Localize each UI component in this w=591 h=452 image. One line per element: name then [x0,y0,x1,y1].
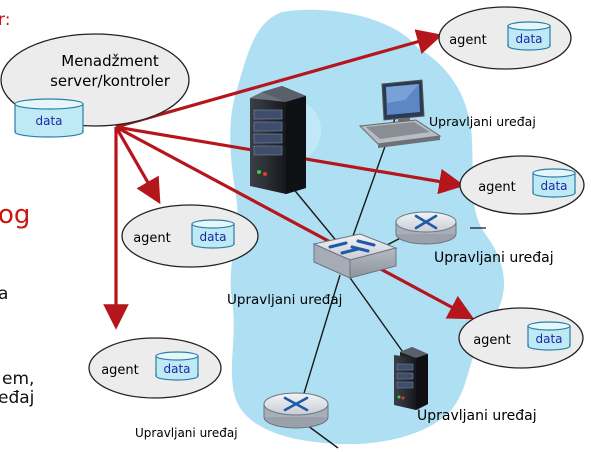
management-server: Menadžment server/kontroler data [0,33,190,138]
agent-data-label: data [535,332,562,346]
agent-label: agent [478,180,516,195]
agent-3: agent data [121,204,259,268]
agent-data-cylinder: data [527,321,571,351]
device-label-computer: Upravljani uređaj [429,114,536,129]
agent-label: agent [473,333,511,348]
agent-data-cylinder: data [507,21,551,51]
agent-label: agent [133,231,171,246]
left-text-fragment-4: em, [2,369,35,389]
left-text-fragment-3: a [0,284,9,304]
left-text-fragment-5: eđaj [0,388,35,408]
agent-2: agent data [459,155,585,215]
agent-data-cylinder: data [155,351,199,381]
agent-data-label: data [199,230,226,244]
device-label-switch: Upravljani uređaj [227,292,342,308]
desktop-computer-icon [358,79,442,148]
agent-4: agent data [458,307,584,369]
switch-icon [312,233,398,279]
server-title-line1: Menadžment [61,52,159,70]
network-cloud [230,9,504,445]
device-label-bottom-router: Upravljani uređaj [135,426,238,440]
agent-data-label: data [540,179,567,193]
router-icon [263,392,329,429]
agent-1: agent data [438,6,572,70]
server-tower-icon [250,86,306,194]
server-data-label: data [35,114,62,128]
server-title-line2: server/kontroler [50,72,171,90]
agent-data-label: data [163,362,190,376]
left-text-fragment-2: og [0,200,31,230]
agent-data-cylinder: data [191,219,235,249]
router-icon [395,211,457,245]
server-data-cylinder: data [14,98,84,138]
server-tower-icon [394,347,428,410]
left-text-fragment-1: r: [0,10,11,30]
agent-label: agent [449,33,487,48]
device-label-server: Upravljani uređaj [417,408,537,424]
agent-label: agent [101,363,139,378]
agent-5: agent data [88,337,222,399]
device-label-router: Upravljani uređaj [434,250,554,266]
agent-data-cylinder: data [532,168,576,198]
agent-data-label: data [515,32,542,46]
